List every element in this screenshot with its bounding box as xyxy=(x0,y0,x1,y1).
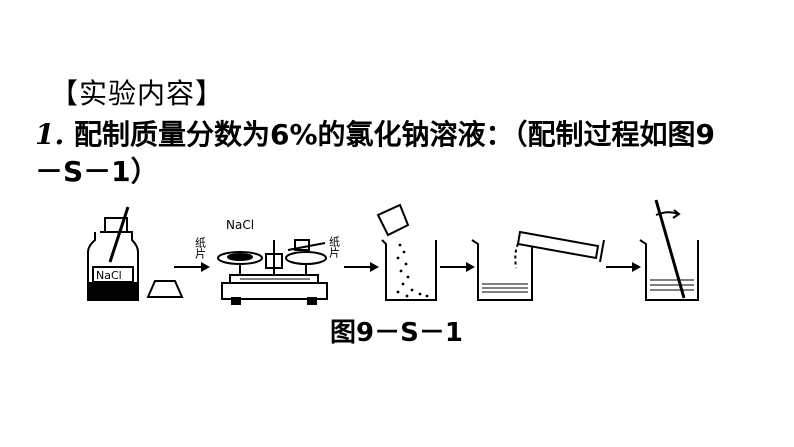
arrow-3 xyxy=(440,262,475,272)
falling-salt xyxy=(396,243,429,298)
item-text-line-2: －S－1） xyxy=(35,155,159,188)
item-number: 1. xyxy=(35,118,65,151)
figure-caption: 图9－S－1 xyxy=(330,318,463,348)
arrow-4 xyxy=(606,262,641,272)
reagent-bottle xyxy=(87,206,139,301)
balance xyxy=(217,239,328,305)
beaker-pour-water xyxy=(471,230,605,301)
beaker-stir xyxy=(639,199,699,301)
balance-label: NaCl xyxy=(226,218,254,232)
item-line-1: 1. 配制质量分数为6%的氯化钠溶液：（配制过程如图9 xyxy=(35,113,715,153)
section-heading: 【实验内容】 xyxy=(50,77,225,110)
bottle-stopper xyxy=(146,280,184,298)
arrow-1 xyxy=(174,262,210,272)
paper-left-label: 纸片 xyxy=(194,237,207,260)
bottle-label: NaCl xyxy=(96,269,122,282)
paper-right-label: 纸片 xyxy=(328,236,341,259)
arrow-2 xyxy=(344,262,379,272)
item-text-line-1: 配制质量分数为6%的氯化钠溶液：（配制过程如图9 xyxy=(73,118,716,151)
beaker-pour-solid xyxy=(376,203,437,301)
